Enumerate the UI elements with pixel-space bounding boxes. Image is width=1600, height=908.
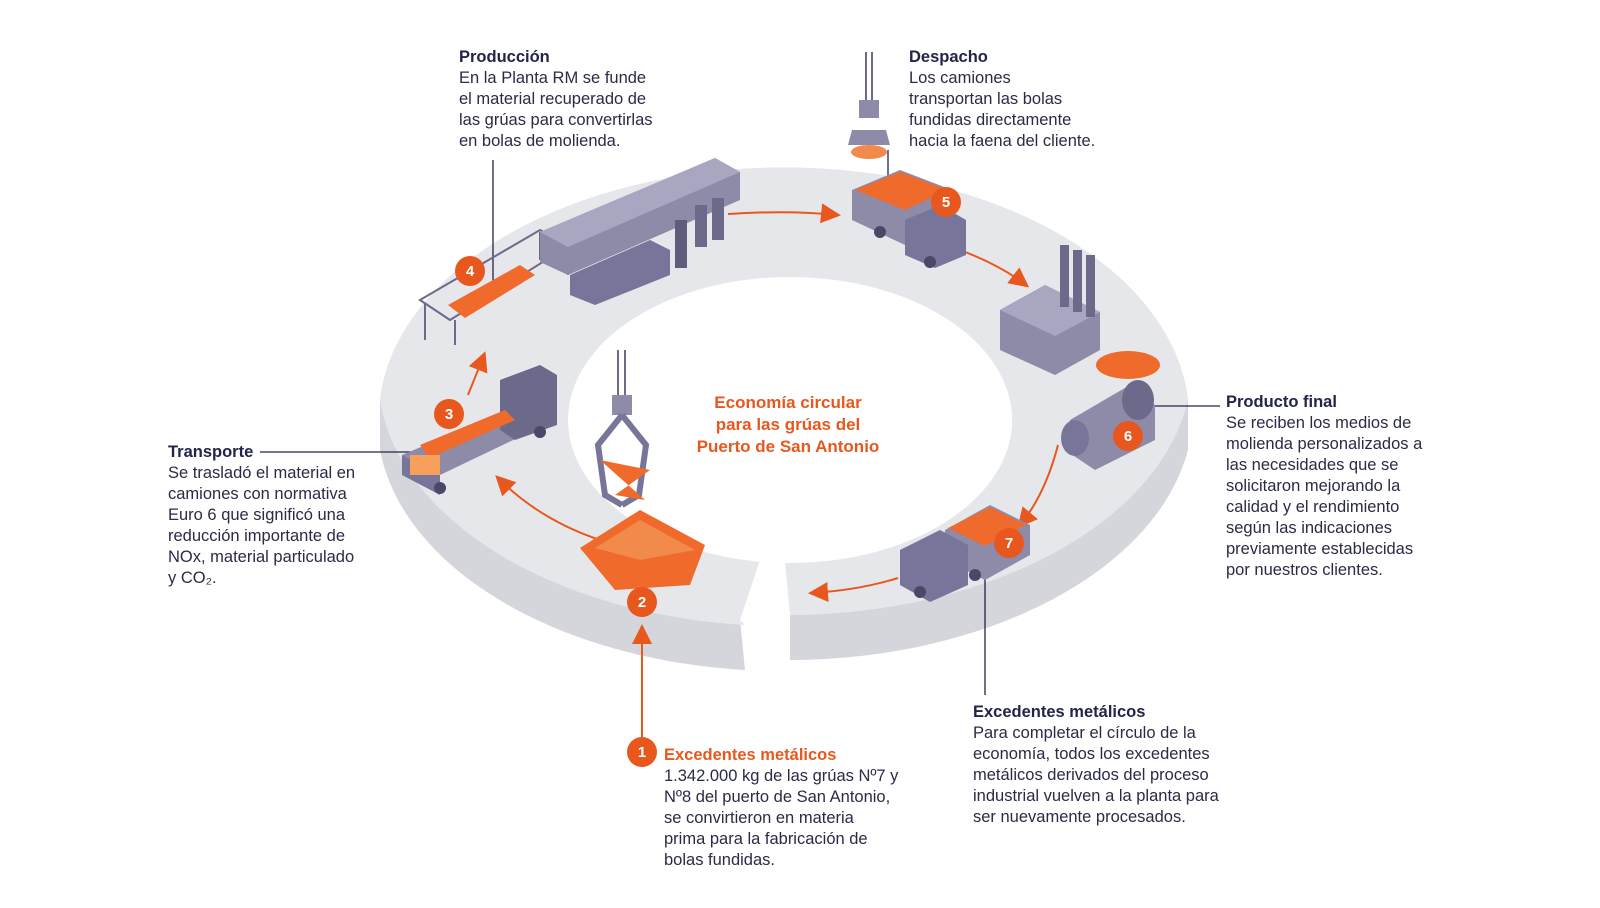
svg-text:3: 3 xyxy=(445,406,453,423)
truck-icon xyxy=(852,170,966,268)
label-body: Los camiones transportan las bolas fundi… xyxy=(909,69,1096,150)
label-producto-final: Producto final Se reciben los medios de … xyxy=(1226,392,1422,581)
svg-text:6: 6 xyxy=(1124,428,1132,445)
svg-text:5: 5 xyxy=(942,194,950,211)
badge-6: 6 xyxy=(1113,421,1143,451)
truck-icon xyxy=(402,365,557,495)
label-transporte: Transporte Se trasladó el material en ca… xyxy=(168,442,355,589)
label-despacho: Despacho Los camiones transportan las bo… xyxy=(909,47,1095,152)
label-title: Excedentes metálicos xyxy=(973,703,1146,721)
svg-text:4: 4 xyxy=(466,263,475,280)
step-badges: 1 2 3 4 5 6 7 xyxy=(434,187,1143,767)
crane-magnet-icon xyxy=(848,52,890,159)
factory-icon xyxy=(1000,245,1160,379)
arrow-3-to-4 xyxy=(467,351,488,396)
flow-arrows xyxy=(467,203,1059,740)
label-title: Producto final xyxy=(1226,393,1337,411)
center-title: Economía circular para las grúas del Pue… xyxy=(696,393,880,456)
badge-4: 4 xyxy=(455,256,485,286)
label-body: Para completar el círculo de la economía… xyxy=(973,724,1219,826)
label-body: 1.342.000 kg de las grúas Nº7 y Nº8 del … xyxy=(664,767,899,869)
truck-icon xyxy=(900,505,1030,602)
svg-text:2: 2 xyxy=(638,594,646,611)
arrow-4-to-5 xyxy=(727,203,841,224)
label-title: Excedentes metálicos xyxy=(664,746,837,764)
label-body: Se reciben los medios de molienda person… xyxy=(1226,414,1423,579)
label-title: Despacho xyxy=(909,48,988,66)
arrow-6-to-7 xyxy=(1017,444,1059,529)
label-title: Transporte xyxy=(168,443,254,461)
crane-icon xyxy=(594,350,650,508)
label-body: En la Planta RM se funde el material rec… xyxy=(459,69,653,150)
label-title: Producción xyxy=(459,48,550,66)
arrow-2-to-3 xyxy=(495,475,601,541)
label-body: Se trasladó el material en camiones con … xyxy=(168,464,356,587)
label-excedentes-1: Excedentes metálicos 1.342.000 kg de las… xyxy=(664,745,898,871)
arrow-7-to-end xyxy=(808,577,899,602)
label-excedentes-7: Excedentes metálicos Para completar el c… xyxy=(973,702,1219,828)
svg-text:7: 7 xyxy=(1005,535,1013,552)
scrap-pile-icon xyxy=(580,510,705,590)
factory-icon xyxy=(418,158,740,345)
badge-1: 1 xyxy=(627,737,657,767)
badge-5: 5 xyxy=(931,187,961,217)
svg-text:1: 1 xyxy=(638,744,646,761)
badge-3: 3 xyxy=(434,399,464,429)
label-produccion: Producción En la Planta RM se funde el m… xyxy=(459,47,653,152)
arrow-5-to-6 xyxy=(959,249,1030,288)
badge-7: 7 xyxy=(994,528,1024,558)
badge-2: 2 xyxy=(627,587,657,617)
